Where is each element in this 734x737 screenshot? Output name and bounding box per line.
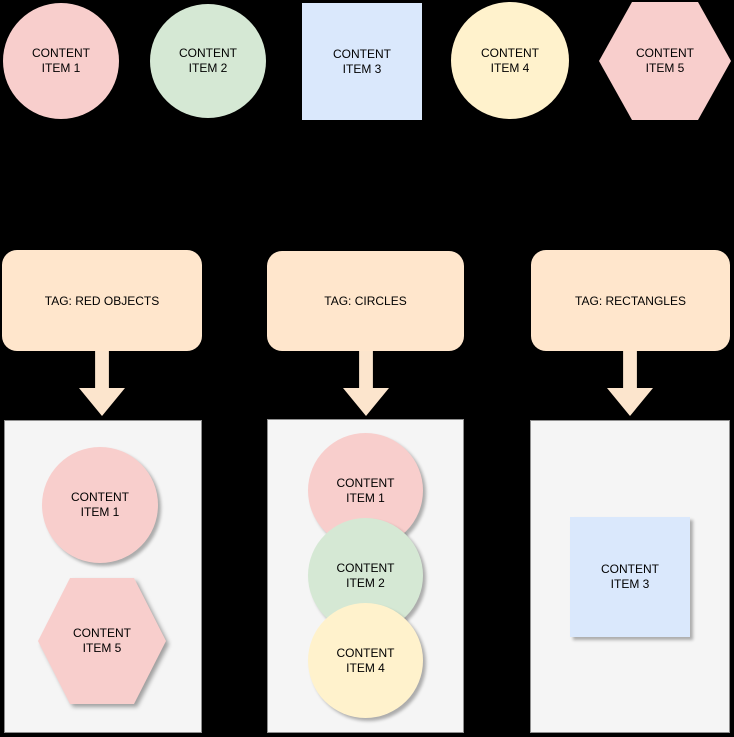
- tag-rectangles[interactable]: TAG: RECTANGLES: [531, 250, 730, 351]
- tag-red-objects[interactable]: TAG: RED OBJECTS: [2, 250, 202, 351]
- content-item-4-label: CONTENT ITEM 4: [481, 45, 539, 75]
- grouped-content-item-5-node[interactable]: CONTENT ITEM 5: [38, 578, 166, 704]
- grouped-content-item-3-label: CONTENT ITEM 3: [601, 562, 659, 591]
- grouped-content-item-1-node[interactable]: CONTENT ITEM 1: [42, 447, 158, 563]
- content-item-2-node[interactable]: CONTENT ITEM 2: [150, 4, 266, 118]
- content-item-3-label: CONTENT ITEM 3: [333, 46, 391, 76]
- content-item-4-node[interactable]: CONTENT ITEM 4: [451, 2, 569, 119]
- content-item-2-label: CONTENT ITEM 2: [179, 46, 237, 75]
- grouped-content-item-4-label: CONTENT ITEM 4: [336, 645, 395, 675]
- grouped-content-item-4-node[interactable]: CONTENT ITEM 4: [308, 603, 423, 718]
- grouped-content-item-1-label: CONTENT ITEM 1: [336, 475, 395, 505]
- grouped-content-item-2-label: CONTENT ITEM 2: [336, 560, 395, 590]
- arrow-down-icon: [343, 351, 389, 416]
- arrow-down-icon: [79, 351, 125, 416]
- tag-circles-label: TAG: CIRCLES: [324, 294, 407, 308]
- tag-rectangles-label: TAG: RECTANGLES: [575, 293, 686, 308]
- hexagon-shape: CONTENT ITEM 5: [599, 2, 731, 120]
- content-item-1-node[interactable]: CONTENT ITEM 1: [3, 3, 119, 119]
- hexagon-shape: CONTENT ITEM 5: [38, 578, 166, 704]
- arrow-down-icon: [607, 351, 653, 416]
- grouped-content-item-5-label: CONTENT ITEM 5: [73, 626, 131, 655]
- content-item-5-label: CONTENT ITEM 5: [636, 46, 694, 75]
- tag-red-objects-label: TAG: RED OBJECTS: [44, 293, 160, 308]
- content-item-1-label: CONTENT ITEM 1: [32, 46, 90, 75]
- content-item-5-node[interactable]: CONTENT ITEM 5: [599, 2, 731, 120]
- grouped-content-item-3-node[interactable]: CONTENT ITEM 3: [570, 517, 690, 637]
- grouped-content-item-1-label: CONTENT ITEM 1: [71, 490, 129, 519]
- content-item-3-node[interactable]: CONTENT ITEM 3: [302, 3, 422, 120]
- tag-circles[interactable]: TAG: CIRCLES: [267, 251, 464, 351]
